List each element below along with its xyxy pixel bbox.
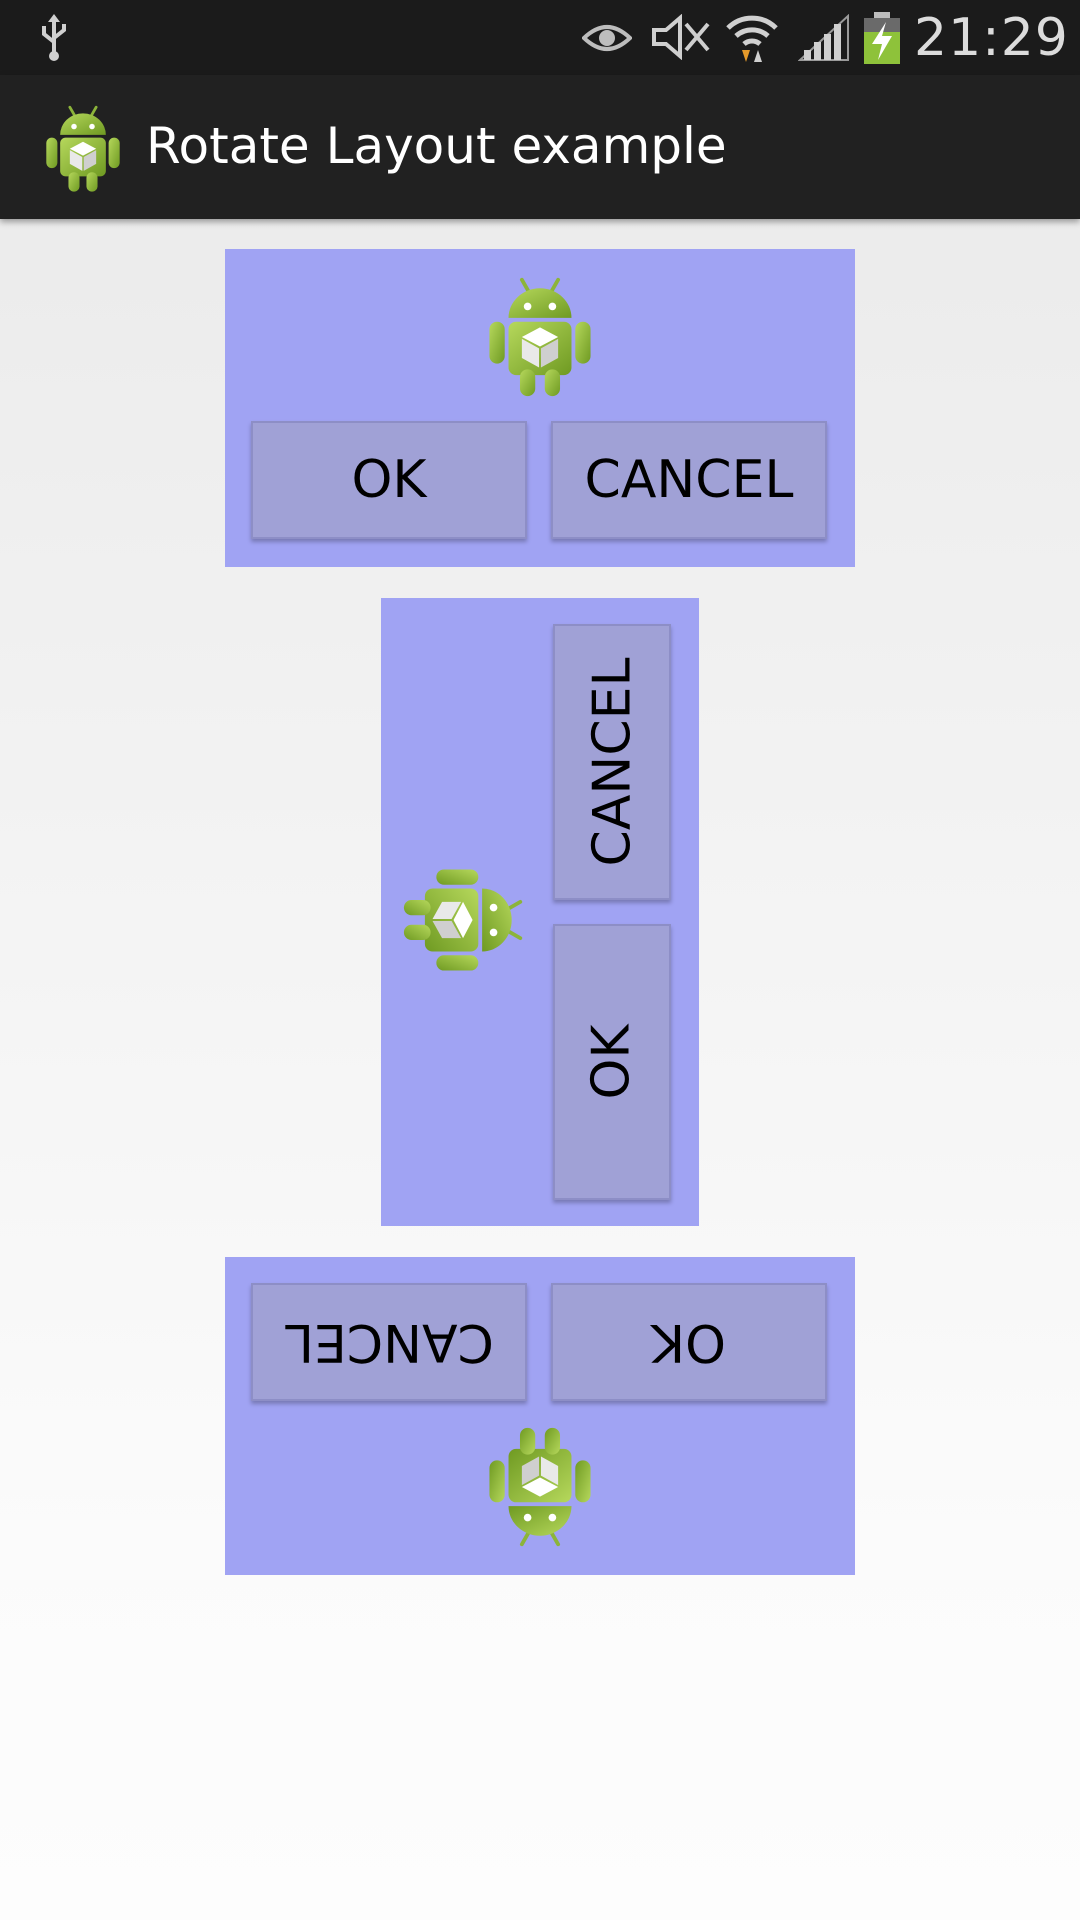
cancel-button[interactable]: CANCEL: [551, 421, 827, 539]
battery-charging-icon: [864, 12, 900, 64]
rotate-panel-0: OK CANCEL: [225, 249, 855, 567]
usb-icon: [42, 14, 66, 61]
cancel-button[interactable]: CANCEL: [251, 1283, 527, 1401]
wifi-icon: [726, 15, 778, 62]
clock: 21:29: [914, 8, 1069, 68]
ok-button[interactable]: OK: [251, 421, 527, 539]
cancel-button[interactable]: CANCEL: [553, 624, 671, 900]
rotate-panel-180: CANCEL OK: [225, 1257, 855, 1575]
app-title: Rotate Layout example: [146, 117, 727, 175]
cancel-button-label: CANCEL: [582, 657, 643, 867]
action-bar: Rotate Layout example: [0, 75, 1080, 219]
signal-icon: [798, 14, 849, 61]
android-robot-icon: [487, 1426, 593, 1550]
ok-button-label: OK: [351, 450, 427, 510]
rotate-panel-90: CANCEL OK: [381, 598, 699, 1226]
cancel-button-label: CANCEL: [284, 1312, 494, 1372]
android-robot-icon: [487, 274, 593, 398]
ok-button[interactable]: OK: [553, 924, 671, 1200]
cancel-button-label: CANCEL: [584, 450, 794, 510]
android-robot-icon: [44, 103, 122, 193]
android-robot-icon: [402, 867, 526, 973]
status-bar: 21:29: [0, 0, 1080, 75]
ok-button-label: OK: [651, 1312, 727, 1372]
mute-icon: [652, 14, 710, 60]
ok-button[interactable]: OK: [551, 1283, 827, 1401]
eye-icon: [582, 25, 632, 51]
ok-button-label: OK: [582, 1024, 642, 1100]
